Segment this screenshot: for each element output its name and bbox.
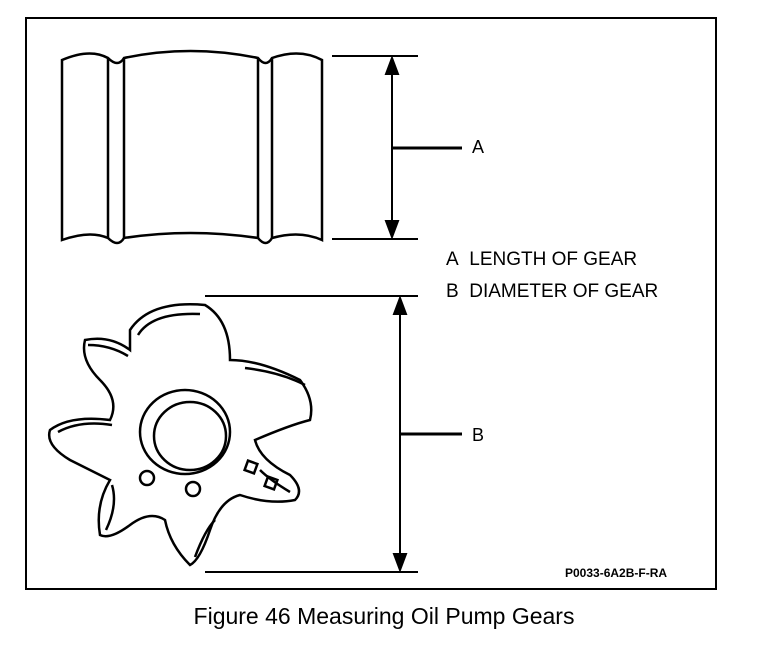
- legend-text: DIAMETER OF GEAR: [469, 281, 659, 302]
- legend-item-b: B DIAMETER OF GEAR: [446, 281, 658, 303]
- reference-code: P0033-6A2B-F-RA: [565, 566, 668, 580]
- gear-side-view: [60, 49, 324, 245]
- figure-frame: [25, 17, 717, 590]
- legend-letter: A: [446, 249, 459, 270]
- legend-letter: B: [446, 281, 459, 302]
- dimension-b: [205, 295, 462, 573]
- figure-caption: Figure 46 Measuring Oil Pump Gears: [193, 603, 575, 629]
- dimension-a: [332, 55, 462, 240]
- gear-end-view: [47, 303, 313, 567]
- callout-b-label: B: [472, 425, 485, 445]
- legend-item-a: A LENGTH OF GEAR: [446, 249, 637, 271]
- callout-a-label: A: [472, 137, 485, 157]
- legend-text: LENGTH OF GEAR: [469, 249, 638, 270]
